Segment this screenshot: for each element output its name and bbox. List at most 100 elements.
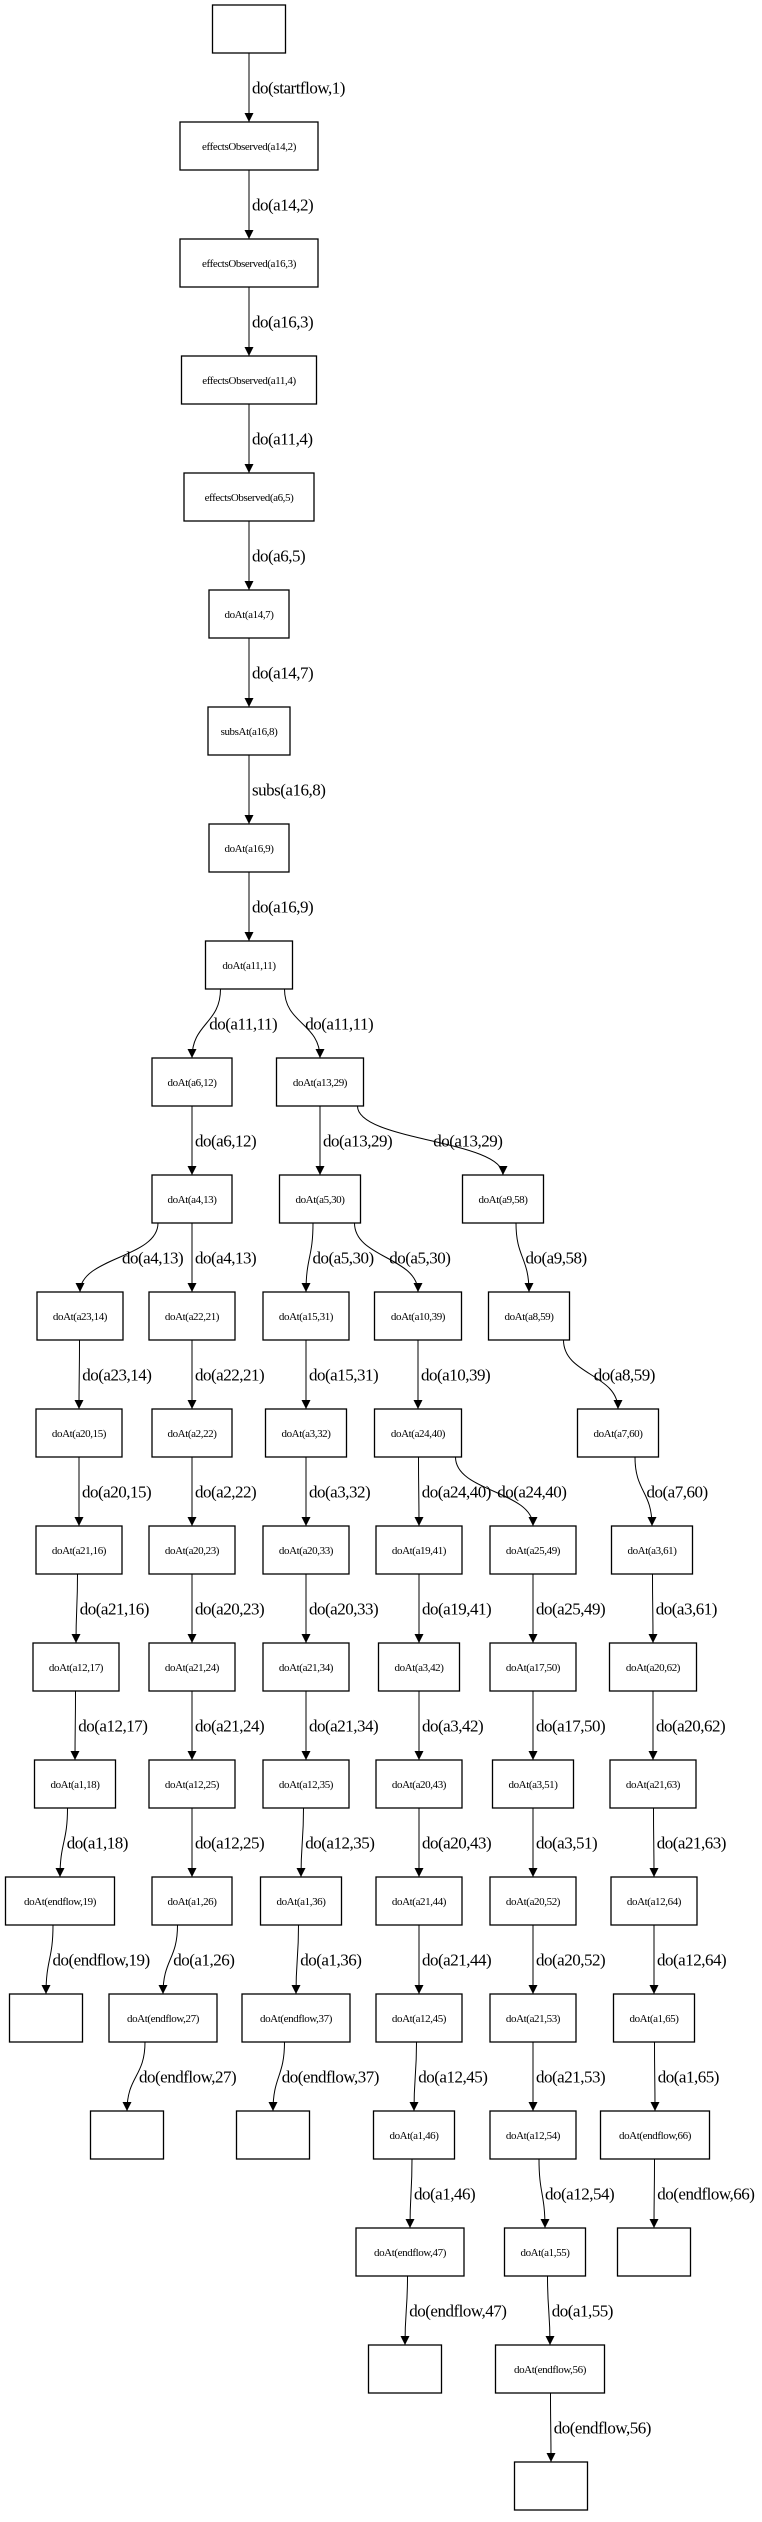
state-node: doAt(a5,30): [278, 1174, 362, 1224]
edge-label: do(endflow,47): [409, 2302, 506, 2321]
edge-arrow: [75, 1222, 159, 1293]
state-node: doAt(a23,14): [36, 1291, 124, 1341]
state-node: doAt(a20,33): [262, 1525, 350, 1575]
edge-label: do(a12,17): [78, 1717, 147, 1736]
node-label: doAt(endflow,19): [24, 1896, 97, 1908]
edge-label: do(a4,13): [122, 1249, 183, 1268]
edge-arrow: [648, 1573, 658, 1644]
node-box: [148, 1525, 236, 1575]
node-label: doAt(a20,15): [52, 1428, 107, 1440]
node-box: [491, 1759, 575, 1809]
state-node: doAt(a22,21): [148, 1291, 236, 1341]
state-node: doAt(endflow,37): [241, 1993, 351, 2043]
node-label: doAt(a23,14): [53, 1311, 108, 1323]
state-node: doAt(a20,62): [608, 1642, 698, 1692]
edge-arrow: [455, 1456, 538, 1527]
state-node: doAt(a20,52): [489, 1876, 577, 1926]
node-box: [489, 1993, 577, 2043]
edge-arrow: [71, 1573, 81, 1644]
state-node: doAt(endflow,27): [108, 1993, 218, 2043]
node-box: [489, 2110, 577, 2160]
state-node: doAt(a3,51): [491, 1759, 575, 1809]
node-box: [262, 1291, 350, 1341]
node-box: [355, 2227, 465, 2277]
edge-label: do(a23,14): [82, 1366, 151, 1385]
node-label: doAt(a3,61): [627, 1545, 677, 1557]
node-label: doAt(a17,50): [506, 1662, 561, 1674]
node-box: [148, 1642, 236, 1692]
state-node: doAt(a1,36): [259, 1876, 343, 1926]
node-label: doAt(a21,16): [52, 1545, 107, 1557]
node-box: [610, 1876, 698, 1926]
edge-label: do(a6,5): [252, 547, 305, 566]
node-label: doAt(a4,13): [167, 1194, 217, 1206]
edge-label: do(a16,9): [252, 898, 313, 917]
nodes-layer: effectsObserved(a14,2) effectsObserved(a1…: [4, 4, 711, 2511]
edge-arrow: [409, 2041, 419, 2112]
edge-label: do(a11,11): [305, 1015, 373, 1034]
edge-label: do(endflow,19): [53, 1951, 150, 1970]
edge-label: do(a16,3): [252, 313, 313, 332]
edge-arrow: [291, 1924, 301, 1995]
state-node: doAt(a21,34): [262, 1642, 350, 1692]
state-node: doAt(a13,29): [275, 1057, 365, 1107]
state-node: subsAt(a16,8): [207, 706, 291, 756]
node-box: [372, 2110, 456, 2160]
node-label: doAt(endflow,47): [374, 2247, 447, 2259]
edge-label: do(a5,30): [389, 1249, 450, 1268]
node-box: [179, 121, 319, 171]
node-label: effectsObserved(a6,5): [205, 492, 295, 504]
edge-label: do(startflow,1): [252, 79, 345, 98]
state-node: doAt(a21,44): [375, 1876, 463, 1926]
node-label: doAt(a12,35): [279, 1779, 334, 1791]
edge-arrow: [74, 1339, 84, 1410]
state-node: doAt(a12,35): [262, 1759, 350, 1809]
edge-label: do(a12,54): [545, 2185, 614, 2204]
edge-arrow: [296, 1807, 306, 1878]
node-label: doAt(a13,29): [293, 1077, 348, 1089]
edge-arrow: [515, 1222, 534, 1293]
edge-label: do(a11,4): [252, 430, 313, 449]
state-node: doAt(a21,53): [489, 1993, 577, 2043]
node-label: effectsObserved(a16,3): [202, 258, 297, 270]
edge-label: do(a21,24): [195, 1717, 264, 1736]
edge-arrow: [70, 1690, 80, 1761]
edge-label: do(a25,49): [536, 1600, 605, 1619]
node-label: doAt(a24,40): [391, 1428, 446, 1440]
edge-label: do(a8,59): [594, 1366, 655, 1385]
node-box: [610, 1525, 694, 1575]
edge-label: do(a17,50): [536, 1717, 605, 1736]
edge-label: do(a13,29): [433, 1132, 502, 1151]
edge-label: do(a12,25): [195, 1834, 264, 1853]
terminal-node: [211, 4, 287, 54]
edge-label: do(a3,42): [422, 1717, 483, 1736]
node-box: [183, 472, 315, 522]
node-label: doAt(a1,18): [50, 1779, 100, 1791]
edge-label: do(a10,39): [421, 1366, 490, 1385]
edge-label: do(a21,53): [536, 2068, 605, 2087]
edge-arrow: [546, 2392, 556, 2463]
node-box: [375, 1876, 463, 1926]
node-label: doAt(a20,62): [626, 1662, 681, 1674]
edge-label: do(endflow,66): [657, 2185, 754, 2204]
terminal-node: [367, 2344, 443, 2394]
node-label: doAt(a20,52): [506, 1896, 561, 1908]
state-node: doAt(a20,23): [148, 1525, 236, 1575]
node-box: [4, 1876, 116, 1926]
node-box: [262, 1759, 350, 1809]
state-node: doAt(a15,31): [262, 1291, 350, 1341]
edge-label: do(a12,64): [657, 1951, 726, 1970]
node-box: [275, 1057, 365, 1107]
state-node: doAt(a9,58): [461, 1174, 545, 1224]
edge-label: do(a15,31): [309, 1366, 378, 1385]
edge-label: do(a2,22): [195, 1483, 256, 1502]
state-node: doAt(a1,65): [612, 1993, 696, 2043]
node-box: [208, 823, 290, 873]
node-label: doAt(a6,12): [167, 1077, 217, 1089]
edge-label: do(a12,35): [305, 1834, 374, 1853]
node-label: doAt(a22,21): [165, 1311, 220, 1323]
node-box: [489, 1642, 577, 1692]
edge-arrow: [538, 2158, 550, 2229]
node-label: effectsObserved(a14,2): [202, 141, 297, 153]
